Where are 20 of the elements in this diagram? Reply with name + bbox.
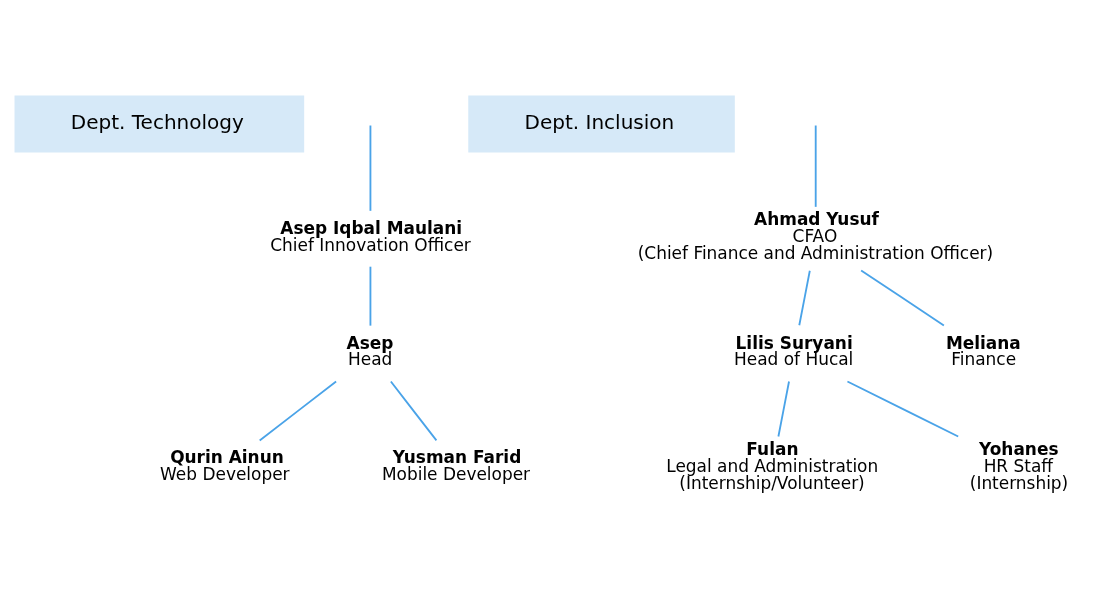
node-text: Yusman Farid Mobile Developer — [381, 446, 531, 484]
connector — [814, 124, 817, 208]
connector — [777, 380, 790, 437]
connector — [369, 124, 372, 212]
node-text: Ahmad Yusuf CFAO (Chief Finance and Administration Officer) — [637, 208, 994, 263]
connector — [389, 380, 438, 441]
node-text: Asep Iqbal Maulani Chief Innovation Officer — [270, 217, 471, 255]
node-box: Dept. Inclusion — [468, 94, 735, 152]
connector — [846, 380, 960, 437]
node-text: Fulan Legal and Administration (Internship/Volunteer) — [666, 438, 879, 493]
node-text: Meliana Finance — [945, 332, 1021, 369]
node-box: Dept. Technology — [14, 94, 305, 152]
node-text: Yohanes HR Staff (Internship) — [969, 438, 1069, 493]
node-text: Qurin Ainun Web Developer — [160, 446, 290, 484]
connector — [369, 265, 372, 327]
connector — [860, 269, 945, 326]
connector — [258, 380, 338, 441]
connector — [798, 269, 811, 326]
node-text: Asep Head — [346, 332, 394, 369]
node-text: Lilis Suryani Head of Hucal — [734, 332, 854, 369]
